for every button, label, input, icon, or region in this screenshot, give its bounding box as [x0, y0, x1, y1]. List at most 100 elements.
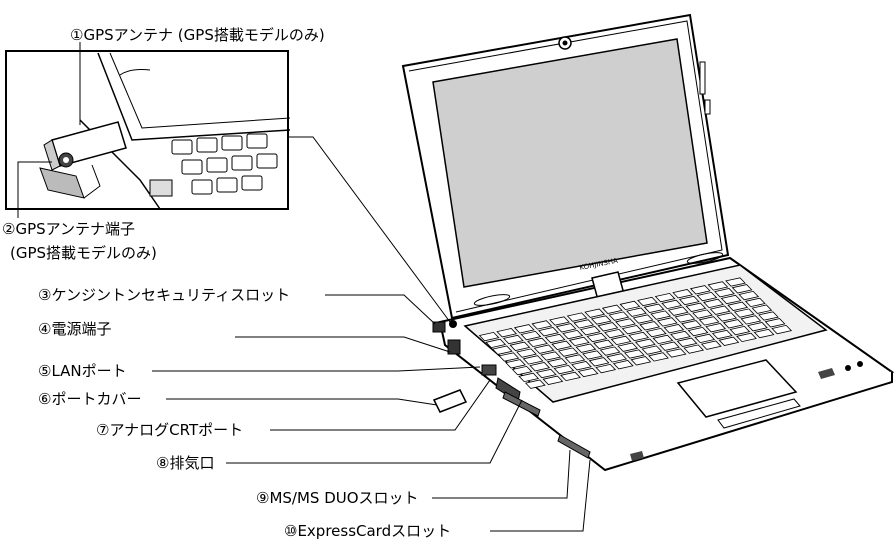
keyboard-key: [648, 352, 669, 362]
keyboard-key: [711, 329, 733, 340]
keyboard-key: [670, 330, 691, 341]
keyboard-key: [656, 317, 678, 327]
keyboard-key: [604, 328, 625, 339]
callout-gps-antenna-terminal-note: (GPS搭載モデルのみ): [10, 244, 157, 262]
keyboard-key: [566, 312, 588, 322]
keyboard-key: [606, 353, 628, 363]
keyboard-key: [562, 329, 584, 340]
keyboard-key: [555, 323, 577, 333]
keyboard-key: [716, 312, 738, 322]
keyboard-key: [689, 285, 711, 295]
keyboard-key: [593, 339, 614, 349]
keyboard-key: [705, 323, 727, 333]
keyboard-key: [700, 340, 722, 350]
keyboard-key: [707, 281, 729, 291]
inset-detail: [5, 50, 291, 210]
keyboard-key: [733, 308, 755, 318]
keyboard-key: [590, 315, 612, 325]
keyboard-key: [533, 344, 555, 354]
callout-ms-duo-slot: ⑨MS/MS DUOスロット: [256, 489, 419, 507]
keyboard-key: [522, 355, 544, 365]
callout-lan-port: ⑤LANポート: [38, 362, 127, 380]
callout-analog-crt-port: ⑦アナログCRTポート: [96, 421, 244, 439]
keyboard-key: [573, 319, 595, 329]
keyboard-key: [560, 371, 581, 382]
leader-lines: [17, 42, 591, 532]
keyboard-key: [599, 346, 621, 356]
keyboard-key: [608, 311, 630, 321]
keyboard-key: [542, 375, 564, 385]
keyboard-key: [632, 314, 654, 324]
keyboard-key: [527, 337, 548, 348]
keyboard-key: [683, 344, 705, 354]
callout-gps-antenna: ①GPSアンテナ (GPS搭載モデルのみ): [70, 26, 325, 44]
keyboard-key: [498, 352, 520, 362]
keyboard-key: [623, 349, 645, 359]
keyboard-key: [621, 325, 643, 335]
keyboard-key: [703, 298, 724, 309]
laptop-base: [432, 256, 895, 472]
callout-expresscard-slot: ⑩ExpressCardスロット: [284, 522, 452, 540]
keyboard-key: [615, 318, 636, 328]
callout-gps-antenna-terminal: ②GPSアンテナ端子: [2, 220, 136, 238]
keyboard-key: [650, 310, 672, 320]
keyboard-key: [582, 350, 603, 360]
keyboard-key: [505, 359, 526, 369]
keyboard-key: [661, 299, 683, 310]
keyboard-key: [676, 337, 698, 347]
keyboard-key: [643, 303, 665, 313]
keyboard-key: [729, 325, 751, 336]
keyboard-key: [672, 289, 694, 299]
keyboard-key: [714, 288, 735, 298]
keyboard-key: [694, 333, 716, 344]
keyboard-key: [485, 338, 507, 349]
keyboard-key: [740, 315, 762, 325]
keyboard-key: [612, 360, 634, 370]
keyboard-key: [758, 311, 779, 321]
keyboard-key: [722, 319, 744, 329]
keyboard-key: [538, 327, 559, 337]
callout-power-terminal: ④電源端子: [38, 320, 112, 338]
keyboard-key: [696, 291, 718, 302]
keyboard-key: [687, 326, 709, 337]
keyboard-key: [564, 354, 586, 364]
keyboard-key: [549, 316, 570, 326]
keyboard-key: [597, 322, 619, 332]
keyboard-key: [634, 338, 656, 348]
keyboard-key: [524, 379, 546, 389]
keyboard-key: [577, 367, 599, 378]
keyboard-key: [610, 335, 632, 346]
keyboard-key: [692, 309, 713, 319]
keyboard-key: [751, 304, 773, 314]
keyboard-key: [641, 345, 663, 355]
keyboard-key: [617, 342, 639, 352]
keyboard-key: [665, 348, 687, 358]
keyboard-key: [601, 304, 623, 314]
callout-port-cover: ⑥ポートカバー: [38, 390, 142, 408]
keyboard-key: [551, 340, 573, 350]
keyboard-key: [753, 328, 775, 339]
keyboard-key: [529, 362, 551, 372]
keyboard-key: [588, 357, 610, 367]
keyboard-key: [516, 348, 537, 358]
keyboard-key: [513, 324, 535, 334]
keyboard-keys: [478, 277, 793, 389]
keyboard-key: [586, 332, 608, 343]
keyboard-key: [718, 336, 740, 346]
keyboard-key: [727, 301, 749, 311]
keyboard-key: [520, 330, 542, 341]
keyboard-key: [744, 297, 766, 308]
keyboard-key: [731, 284, 753, 294]
keyboard-key: [628, 331, 650, 342]
keyboard-key: [509, 341, 531, 351]
keyboard-key: [511, 365, 533, 376]
keyboard-key: [681, 320, 702, 330]
keyboard-key: [619, 300, 641, 311]
keyboard-key: [747, 322, 768, 332]
keyboard-key: [667, 306, 689, 316]
keyboard-key: [720, 294, 742, 305]
keyboard-key: [725, 277, 746, 287]
keyboard-key: [771, 324, 793, 335]
